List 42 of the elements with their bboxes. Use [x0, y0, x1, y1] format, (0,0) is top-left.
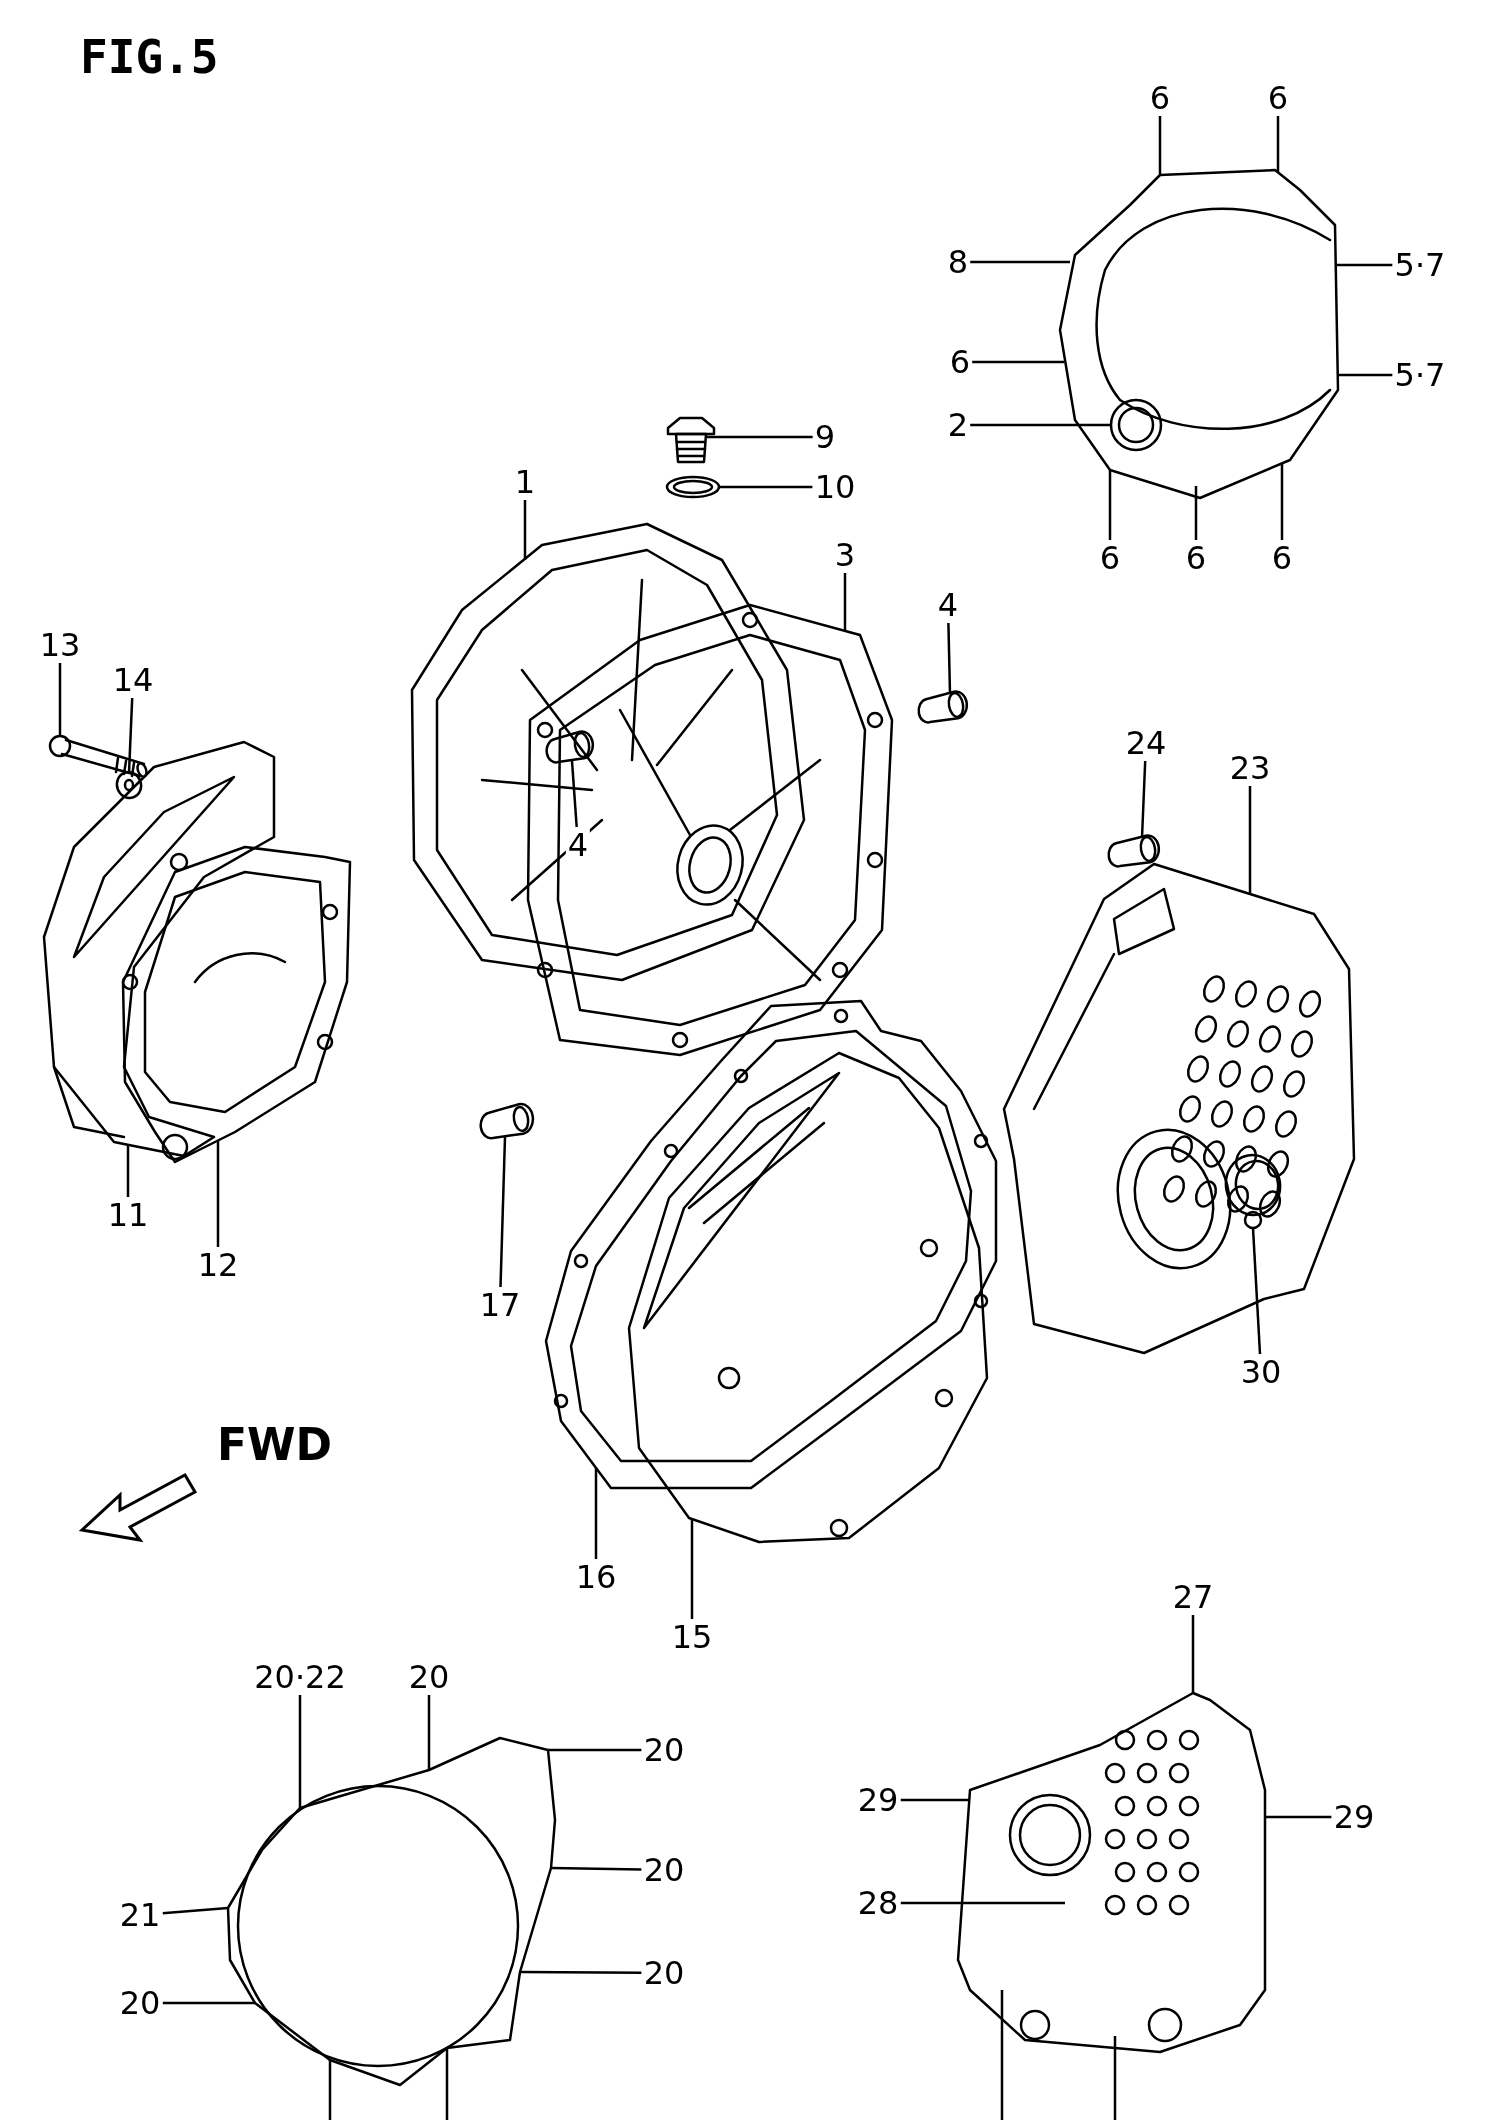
leader-line [1140, 760, 1147, 839]
leader-line [1158, 116, 1162, 174]
leader-line [719, 485, 813, 489]
leader-line [706, 435, 813, 439]
leader-line [1194, 486, 1198, 540]
leader-line [1251, 1227, 1262, 1355]
leader-line [328, 2060, 332, 2120]
leader-line [499, 1136, 507, 1288]
leader-line [970, 423, 1110, 427]
leader-line [58, 663, 62, 737]
leader-line [1000, 1990, 1004, 2120]
leader-line [523, 500, 527, 560]
leader-line [594, 1468, 598, 1559]
figure-title: FIG.5 [80, 30, 219, 84]
leader-line [1248, 786, 1252, 894]
leader-line [900, 1798, 970, 1802]
leader-line [970, 260, 1070, 264]
leader-line [520, 1970, 642, 1975]
leader-line [1265, 1815, 1332, 1819]
leader-line [972, 360, 1064, 364]
leader-line [1276, 116, 1280, 172]
leader-line [162, 1906, 229, 1915]
leader-line [1280, 463, 1284, 540]
leader-line [216, 1140, 220, 1247]
leader-line [427, 1695, 431, 1770]
leader-line [690, 1519, 694, 1619]
leader-line [548, 1748, 642, 1752]
leader-line [1336, 263, 1393, 267]
leader-line [947, 622, 952, 695]
leader-line [298, 1695, 302, 1808]
leader-line [843, 573, 847, 631]
leader-line [162, 2001, 255, 2005]
leader-line [127, 697, 134, 774]
leader-line [126, 1145, 130, 1197]
leader-line [570, 760, 578, 828]
leader-line [1113, 2036, 1117, 2120]
leader-line [1108, 470, 1112, 540]
leader-line [1338, 373, 1393, 377]
leader-line [550, 1866, 642, 1871]
leader-line [900, 1901, 1065, 1905]
leader-line [445, 2048, 449, 2120]
leader-line [1191, 1615, 1195, 1694]
